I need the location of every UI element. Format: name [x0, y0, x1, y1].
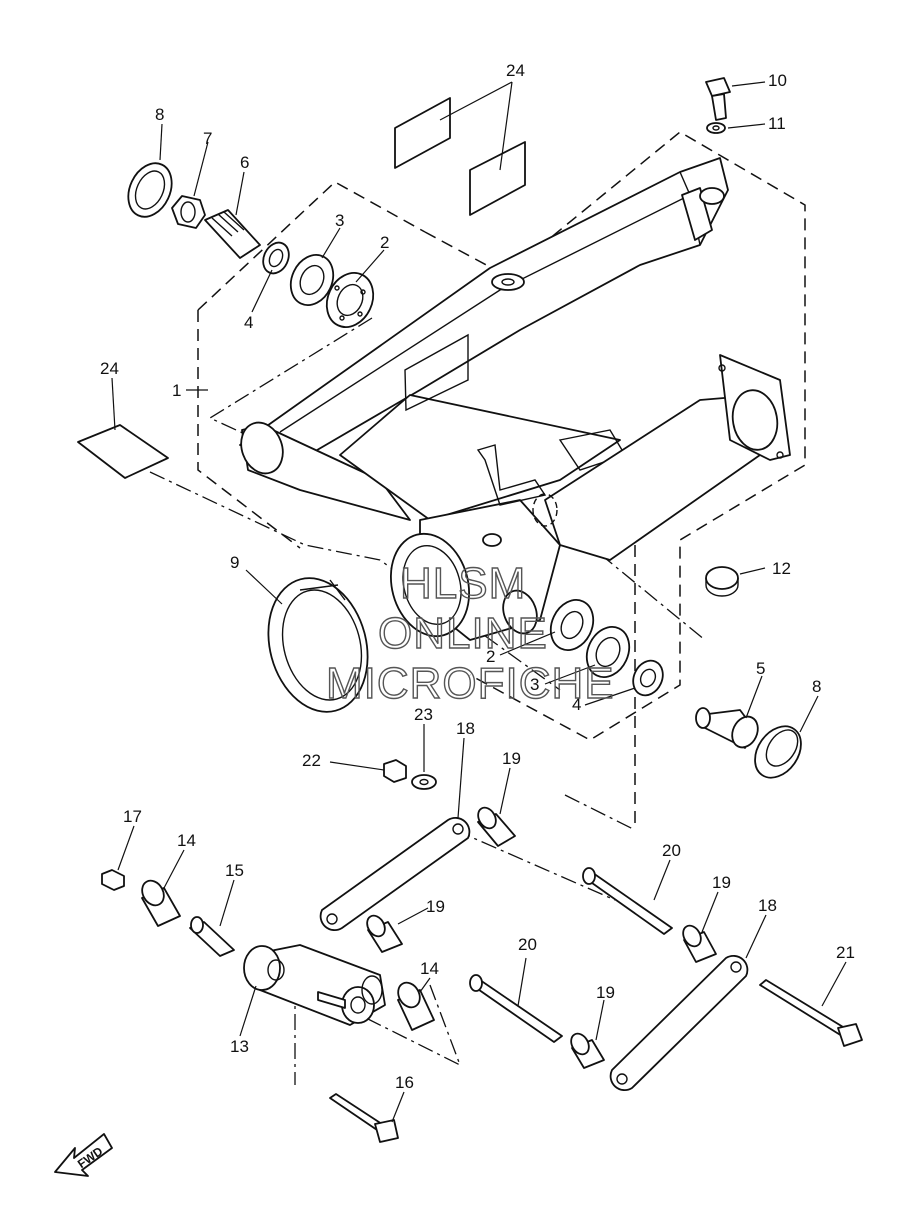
callout-12: 12: [772, 559, 791, 578]
callout-4: 4: [572, 695, 581, 714]
callout-17: 17: [123, 807, 142, 826]
callout-19: 19: [712, 873, 731, 892]
callout-19: 19: [502, 749, 521, 768]
label-plates: [77, 97, 526, 479]
callout-18: 18: [456, 719, 475, 738]
callout-20: 20: [662, 841, 681, 860]
leader-lines: [111, 81, 847, 1123]
callout-23: 23: [414, 705, 433, 724]
callout-14: 14: [177, 831, 196, 850]
callout-4: 4: [244, 313, 253, 332]
fasteners: [101, 759, 863, 1143]
callout-24: 24: [506, 61, 525, 80]
callout-21: 21: [836, 943, 855, 962]
pivot-shaft: [695, 707, 802, 779]
callout-3: 3: [530, 675, 539, 694]
lower-bearings: [549, 599, 664, 697]
top-bolt: [705, 77, 731, 134]
callout-19: 19: [426, 897, 445, 916]
callout-10: 10: [768, 71, 787, 90]
upper-hardware: [127, 162, 375, 328]
cap-plug: [705, 566, 739, 597]
relay-arm: [243, 944, 386, 1026]
collars: [141, 806, 717, 1069]
watermark: HLSM ONLINE MICROFICHE: [325, 558, 615, 708]
callout-6: 6: [240, 153, 249, 172]
callout-9: 9: [230, 553, 239, 572]
swingarm: [239, 157, 791, 641]
callout-5: 5: [756, 659, 765, 678]
callout-15: 15: [225, 861, 244, 880]
callout-2: 2: [486, 647, 495, 666]
callout-20: 20: [518, 935, 537, 954]
callout-14: 14: [420, 959, 439, 978]
callout-7: 7: [203, 129, 212, 148]
watermark-line-1: HLSM: [400, 559, 526, 608]
fwd-arrow-icon: FWD: [54, 1133, 113, 1177]
callout-19: 19: [596, 983, 615, 1002]
callout-2: 2: [380, 233, 389, 252]
callout-8: 8: [155, 105, 164, 124]
callout-8: 8: [812, 677, 821, 696]
watermark-line-3: MICROFICHE: [326, 659, 615, 708]
callout-1: 1: [172, 381, 181, 400]
callout-22: 22: [302, 751, 321, 770]
callout-3: 3: [335, 211, 344, 230]
callout-18: 18: [758, 896, 777, 915]
callout-labels: 24 10 11 8 7 6 3 2 4 24 1 9 12 2 3 4 5 8…: [100, 61, 855, 1092]
callout-11: 11: [768, 114, 786, 133]
callout-24: 24: [100, 359, 119, 378]
gear-case-ring: [267, 577, 369, 713]
callout-13: 13: [230, 1037, 249, 1056]
callout-16: 16: [395, 1073, 414, 1092]
linkage-arms: [319, 817, 749, 1091]
watermark-line-2: ONLINE: [378, 609, 548, 658]
